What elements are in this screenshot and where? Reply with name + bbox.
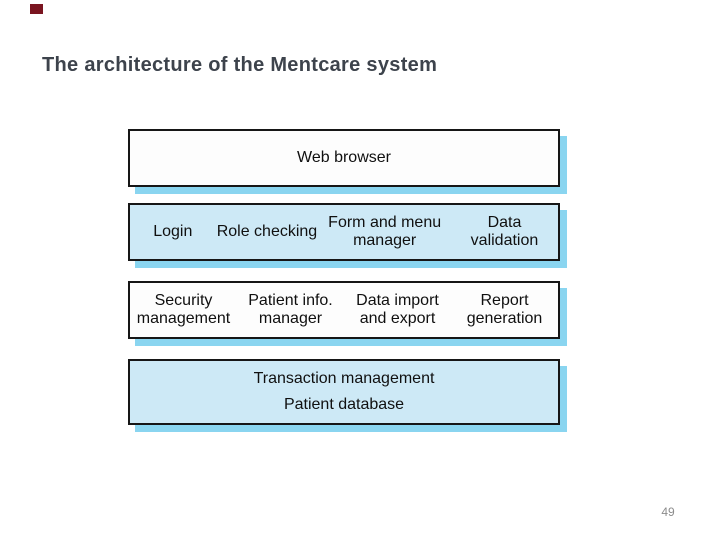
- component-security-management: Security management: [130, 292, 237, 328]
- component-role-checking-label: Role checking: [216, 223, 318, 240]
- layer-ui-management-cells: Login Role checking Form and menu manage…: [130, 214, 558, 250]
- component-patient-database-label: Patient database: [283, 396, 405, 413]
- layer-application-services-cells: Security management Patient info. manage…: [130, 292, 558, 328]
- component-data-import-export: Data import and export: [344, 292, 451, 328]
- component-form-menu-manager-line2: manager: [353, 232, 417, 249]
- component-patient-info-manager-line2: manager: [258, 310, 323, 327]
- component-patient-info-manager: Patient info. manager: [237, 292, 344, 328]
- layer-ui-management: Login Role checking Form and menu manage…: [128, 203, 560, 261]
- component-security-management-line2: management: [136, 310, 231, 327]
- accent-square: [30, 4, 43, 14]
- component-role-checking: Role checking: [216, 223, 319, 241]
- layer-database: Transaction management Patient database: [128, 359, 560, 425]
- component-form-menu-manager-line1: Form and menu: [328, 214, 442, 231]
- component-data-validation: Data validation: [451, 214, 558, 250]
- layer-web-browser: Web browser: [128, 129, 560, 187]
- component-security-management-line1: Security: [154, 292, 213, 309]
- component-login-label: Login: [153, 223, 193, 240]
- component-report-generation: Report generation: [451, 292, 558, 328]
- component-form-menu-manager: Form and menu manager: [318, 214, 451, 250]
- page-number: 49: [661, 505, 675, 519]
- component-patient-info-manager-line1: Patient info.: [248, 292, 333, 309]
- component-report-generation-line1: Report: [480, 292, 529, 309]
- component-data-import-export-line1: Data import: [356, 292, 439, 309]
- component-data-validation-line1: Data: [487, 214, 522, 231]
- component-data-validation-line2: validation: [470, 232, 539, 249]
- component-transaction-management-label: Transaction management: [253, 370, 435, 387]
- component-login: Login: [130, 223, 216, 241]
- layer-application-services: Security management Patient info. manage…: [128, 281, 560, 339]
- component-web-browser-label: Web browser: [297, 149, 391, 166]
- component-data-import-export-line2: and export: [359, 310, 436, 327]
- component-report-generation-line2: generation: [466, 310, 543, 327]
- slide-title: The architecture of the Mentcare system: [42, 54, 438, 76]
